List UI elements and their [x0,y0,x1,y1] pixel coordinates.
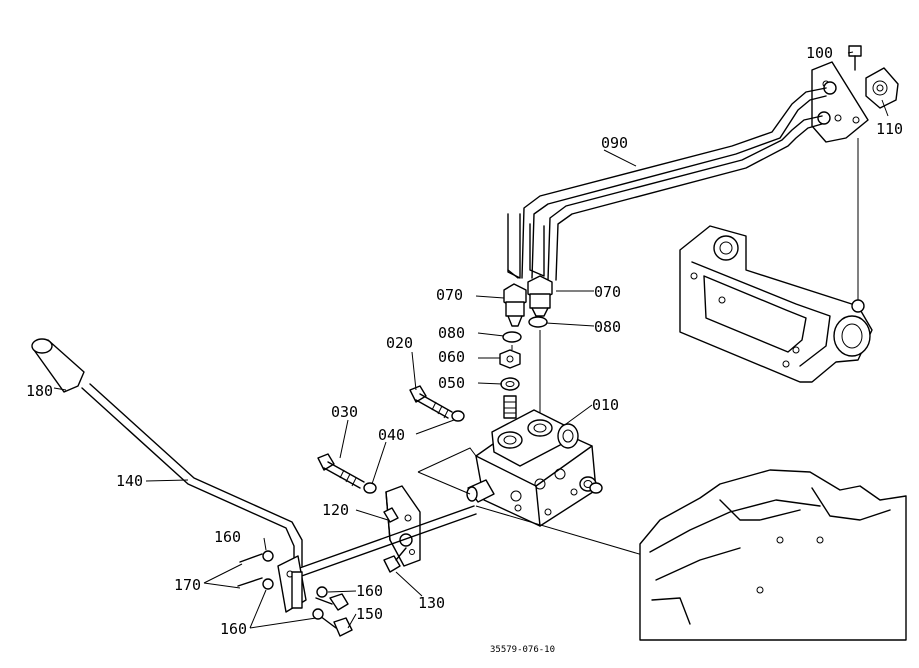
transmission-housing [639,469,907,641]
valve-stud [503,395,517,419]
bolt-100 [848,45,862,71]
callout-070-right: 070 [594,283,621,301]
washer-040-upper [451,410,465,422]
callout-080-left: 080 [438,324,465,342]
callout-080-right: 080 [594,318,621,336]
washer-160-c [316,586,328,598]
cotter-pin-170-b [237,577,263,587]
bolt-130 [383,547,407,573]
washer-160-b [262,578,274,590]
callout-140: 140 [116,472,143,490]
callout-160-upper: 160 [214,528,241,546]
callout-110: 110 [876,120,903,138]
o-ring-080-right [528,316,548,328]
callout-010: 010 [592,396,619,414]
o-ring-080-left [502,331,522,343]
washer-040-lower [363,482,377,494]
callout-130: 130 [418,594,445,612]
fitting-070-right [527,275,553,317]
pipe-mount-bracket [811,61,869,143]
cotter-pin-170-a [239,553,263,563]
leader-lines [53,51,889,629]
callout-090: 090 [601,134,628,152]
callout-100: 100 [806,44,833,62]
control-valve-010 [466,409,597,527]
pin-150-upper [315,593,349,611]
pin-150-lower [319,615,353,637]
nut-110 [865,67,899,109]
fitting-070-left [503,283,527,327]
callout-060: 060 [438,348,465,366]
callout-120: 120 [322,501,349,519]
washer-050 [500,377,520,391]
valve-alignment-line [417,447,477,473]
nut-060 [499,349,521,369]
callout-160-lower: 160 [220,620,247,638]
callout-050: 050 [438,374,465,392]
callout-030: 030 [331,403,358,421]
callout-180: 180 [26,382,53,400]
lever-bracket-120 [383,485,421,567]
callout-070-left: 070 [436,286,463,304]
lever-knob-180 [31,338,85,393]
callout-150: 150 [356,605,383,623]
callout-040: 040 [378,426,405,444]
linkage-rod [293,505,475,571]
drawing-number: 35579-076-10 [490,645,555,655]
bolt-020 [409,385,453,419]
callout-160-right: 160 [356,582,383,600]
washer-160-d [312,608,324,620]
hand-lever-140 [81,383,307,613]
pipe-090 [507,87,827,281]
bolt-030 [317,453,365,489]
tractor-frame [679,225,873,383]
callout-020: 020 [386,334,413,352]
washer-160-a [262,550,274,562]
callout-170: 170 [174,576,201,594]
